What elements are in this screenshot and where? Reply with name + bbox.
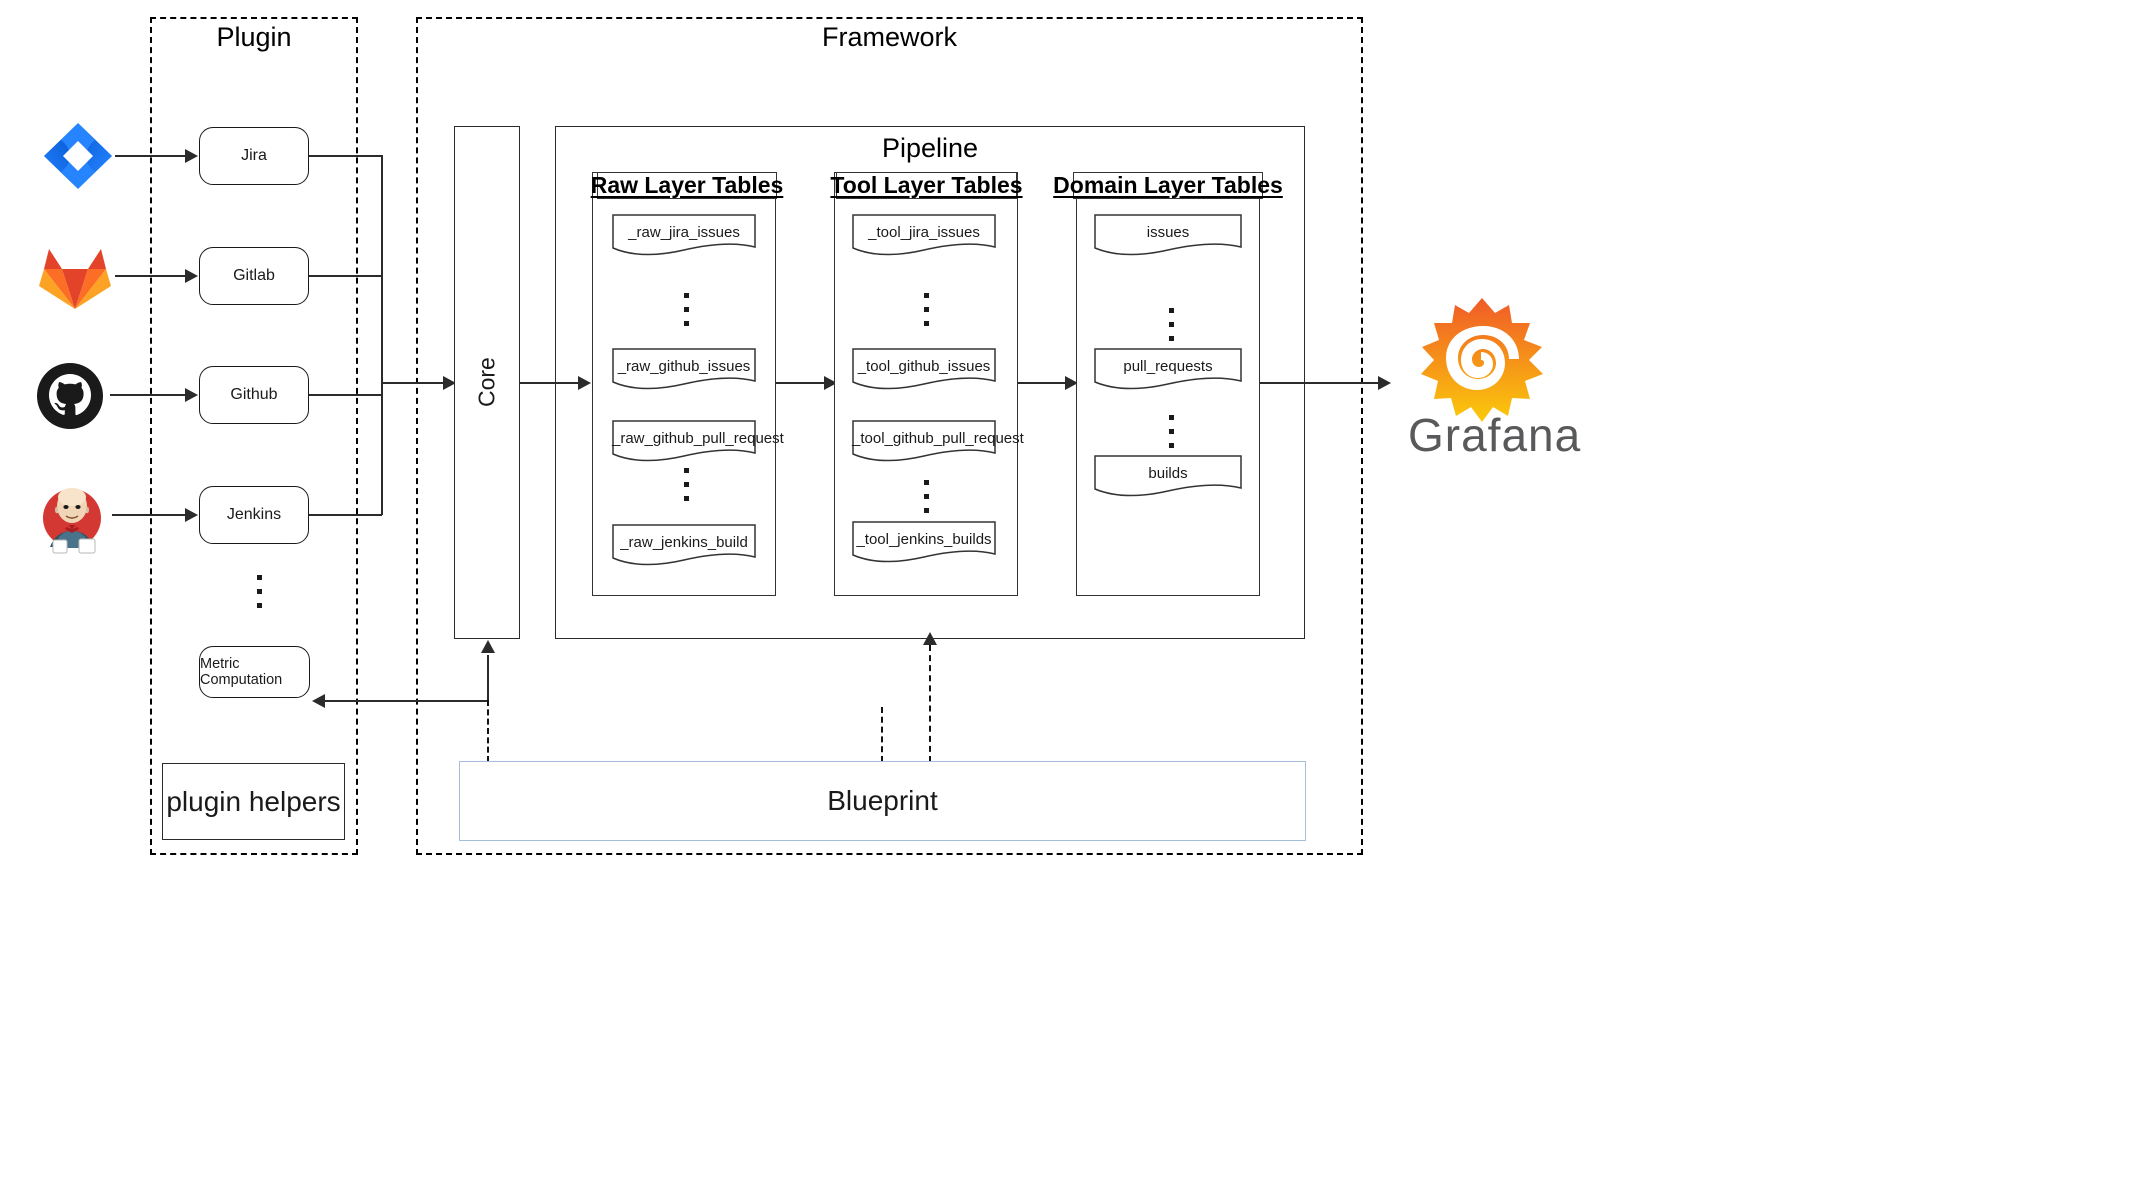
plugin-group-title: Plugin xyxy=(216,22,292,52)
plugin-box-github[interactable]: Github xyxy=(199,366,309,424)
table-domain-issues[interactable]: issues xyxy=(1094,214,1242,258)
bus-jira-out xyxy=(309,155,382,157)
blueprint-dotted-right-vertical xyxy=(929,645,931,762)
table-tool-jenkins-builds[interactable]: _tool_jenkins_builds xyxy=(852,521,996,565)
arrow-jenkins-to-plugin xyxy=(112,514,185,516)
arrowhead-feedback-to-core xyxy=(481,640,495,653)
plugin-group xyxy=(150,17,358,855)
table-label: pull_requests xyxy=(1123,358,1213,375)
domain-ellipsis-2-icon xyxy=(1169,415,1175,448)
arrow-gitlab-to-plugin xyxy=(115,275,185,277)
plugin-box-jenkins[interactable]: Jenkins xyxy=(199,486,309,544)
tool-ellipsis-1-icon xyxy=(924,293,930,326)
jira-icon xyxy=(43,122,113,190)
feedback-vertical-to-core xyxy=(487,655,489,700)
arrow-raw-to-tool xyxy=(776,382,827,384)
table-raw-github-pull-request[interactable]: _raw_github_pull_request xyxy=(612,420,784,464)
arrowhead-tool-to-domain xyxy=(1065,376,1078,390)
jenkins-icon xyxy=(36,481,108,555)
plugin-helpers-box[interactable]: plugin helpers xyxy=(162,763,345,840)
table-tool-jira-issues[interactable]: _tool_jira_issues xyxy=(852,214,996,258)
table-raw-jira-issues[interactable]: _raw_jira_issues xyxy=(612,214,756,258)
bus-vertical xyxy=(381,155,383,515)
table-tool-github-issues[interactable]: _tool_github_issues xyxy=(852,348,996,392)
arrowhead-bus-to-core xyxy=(443,376,456,390)
bus-jenkins-out xyxy=(309,514,382,516)
domain-layer-title: Domain Layer Tables xyxy=(1053,172,1283,199)
plugin-box-github-label: Github xyxy=(230,386,278,403)
table-label: _raw_jenkins_build xyxy=(620,534,748,551)
arrowhead-jira xyxy=(185,149,198,163)
arrowhead-domain-to-grafana xyxy=(1378,376,1391,390)
table-label: _tool_jenkins_builds xyxy=(856,531,992,548)
metric-computation-box[interactable]: Metric Computation xyxy=(199,646,310,698)
arrow-jira-to-plugin xyxy=(115,155,185,157)
arrowhead-core-to-raw xyxy=(578,376,591,390)
plugin-box-jenkins-label: Jenkins xyxy=(226,506,282,523)
bus-to-core xyxy=(381,382,445,384)
gitlab-icon xyxy=(38,243,112,311)
plugin-list-ellipsis-icon xyxy=(257,575,263,608)
grafana-wordmark: Grafana xyxy=(1408,409,1582,461)
plugin-box-jira-label: Jira xyxy=(241,147,267,164)
arrow-github-to-plugin xyxy=(110,394,185,396)
tool-layer-title: Tool Layer Tables xyxy=(830,172,1023,199)
feedback-horizontal-to-metric xyxy=(325,700,488,702)
table-label: issues xyxy=(1146,224,1190,241)
pipeline-title: Pipeline xyxy=(881,133,979,163)
table-label: _raw_github_issues xyxy=(617,358,751,375)
framework-group xyxy=(416,17,1363,855)
tool-ellipsis-2-icon xyxy=(924,480,930,513)
table-label: builds xyxy=(1148,465,1188,482)
core-label: Core xyxy=(473,357,500,408)
table-label: _tool_github_issues xyxy=(857,358,991,375)
raw-ellipsis-2-icon xyxy=(684,468,690,501)
table-label: _tool_github_pull_request xyxy=(852,430,1024,447)
plugin-helpers-label: plugin helpers xyxy=(166,785,341,817)
arrowhead-dotted-to-pipeline xyxy=(923,632,937,645)
arrowhead-github xyxy=(185,388,198,402)
domain-ellipsis-1-icon xyxy=(1169,308,1175,341)
table-domain-pull-requests[interactable]: pull_requests xyxy=(1094,348,1242,392)
core-box[interactable]: Core xyxy=(454,126,520,639)
table-raw-github-issues[interactable]: _raw_github_issues xyxy=(612,348,756,392)
arrowhead-raw-to-tool xyxy=(824,376,837,390)
arrow-tool-to-domain xyxy=(1018,382,1068,384)
table-label: _raw_jira_issues xyxy=(628,224,740,241)
plugin-box-jira[interactable]: Jira xyxy=(199,127,309,185)
bus-github-out xyxy=(309,394,382,396)
metric-computation-label: Metric Computation xyxy=(200,656,283,688)
arrow-domain-to-grafana xyxy=(1260,382,1386,384)
framework-group-title: Framework xyxy=(821,22,957,52)
bus-gitlab-out xyxy=(309,275,382,277)
arrowhead-gitlab xyxy=(185,269,198,283)
plugin-box-gitlab[interactable]: Gitlab xyxy=(199,247,309,305)
arrow-core-to-raw xyxy=(520,382,580,384)
grafana-logo-icon xyxy=(1417,296,1547,424)
blueprint-box[interactable]: Blueprint xyxy=(459,761,1306,841)
table-domain-builds[interactable]: builds xyxy=(1094,455,1242,499)
table-label: _raw_github_pull_request xyxy=(612,430,784,447)
table-tool-github-pull-request[interactable]: _tool_github_pull_request xyxy=(852,420,1024,464)
table-label: _tool_jira_issues xyxy=(868,224,980,241)
table-raw-jenkins-build[interactable]: _raw_jenkins_build xyxy=(612,524,756,568)
raw-layer-title: Raw Layer Tables xyxy=(590,172,784,199)
arrowhead-feedback-to-metric xyxy=(312,694,325,708)
blueprint-label: Blueprint xyxy=(827,785,938,816)
raw-ellipsis-1-icon xyxy=(684,293,690,326)
blueprint-dotted-left-vertical xyxy=(487,700,489,762)
github-icon xyxy=(36,362,104,430)
blueprint-dotted-stem xyxy=(881,707,883,762)
plugin-box-gitlab-label: Gitlab xyxy=(233,267,275,284)
arrowhead-jenkins xyxy=(185,508,198,522)
